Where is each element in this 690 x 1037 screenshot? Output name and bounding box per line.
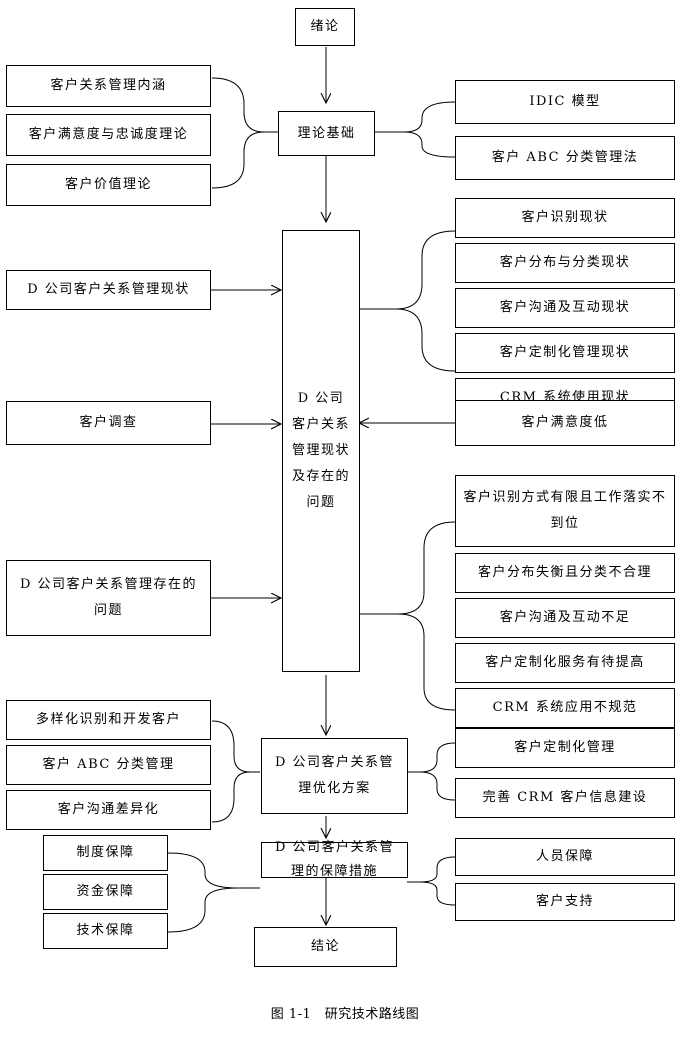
- status-left-problems: D 公司客户关系管理存在的问题: [6, 560, 211, 636]
- problem-2: 客户分布失衡且分类不合理: [455, 553, 675, 593]
- safe-right-2: 客户支持: [455, 883, 675, 921]
- status-center-box: D 公司客户关系管理现状及存在的问题: [282, 230, 360, 672]
- status-right-2: 客户分布与分类现状: [455, 243, 675, 283]
- opt-left-3: 客户沟通差异化: [6, 790, 211, 830]
- opt-right-2: 完善 CRM 客户信息建设: [455, 778, 675, 818]
- brace-problems-right: [397, 521, 456, 711]
- safe-left-3: 技术保障: [43, 913, 168, 949]
- theory-right-1: IDIC 模型: [455, 80, 675, 124]
- safe-right-1: 人员保障: [455, 838, 675, 876]
- conclusion-box: 结论: [254, 927, 397, 967]
- brace-opt-right: [419, 742, 456, 801]
- safe-left-2: 资金保障: [43, 874, 168, 910]
- intro-box: 绪论: [295, 8, 355, 46]
- theory-left-3: 客户价值理论: [6, 164, 211, 206]
- problem-4: 客户定制化服务有待提高: [455, 643, 675, 683]
- brace-opt-left: [211, 720, 251, 823]
- brace-safe-left: [167, 852, 239, 933]
- optimization-box: D 公司客户关系管理优化方案: [261, 738, 408, 814]
- brace-theory-left: [211, 77, 265, 189]
- figure-caption: 图 1-1 研究技术路线图: [270, 1007, 420, 1022]
- opt-right-1: 客户定制化管理: [455, 728, 675, 768]
- status-right-3: 客户沟通及互动现状: [455, 288, 675, 328]
- theory-left-1: 客户关系管理内涵: [6, 65, 211, 107]
- safeguard-box: D 公司客户关系管理的保障措施: [261, 840, 408, 879]
- status-left-current: D 公司客户关系管理现状: [6, 270, 211, 310]
- status-left-survey: 客户调查: [6, 401, 211, 445]
- opt-left-2: 客户 ABC 分类管理: [6, 745, 211, 785]
- opt-left-1: 多样化识别和开发客户: [6, 700, 211, 740]
- status-right-1: 客户识别现状: [455, 198, 675, 238]
- problem-3: 客户沟通及互动不足: [455, 598, 675, 638]
- theory-box: 理论基础: [278, 111, 375, 156]
- brace-status-right-top: [395, 230, 456, 372]
- problem-5: CRM 系统应用不规范: [455, 688, 675, 728]
- satisfaction-low-box: 客户满意度低: [455, 400, 675, 446]
- safe-left-1: 制度保障: [43, 835, 168, 871]
- status-right-4: 客户定制化管理现状: [455, 333, 675, 373]
- brace-safe-right: [419, 856, 456, 906]
- problem-1: 客户识别方式有限且工作落实不到位: [455, 475, 675, 547]
- theory-right-2: 客户 ABC 分类管理法: [455, 136, 675, 180]
- theory-left-2: 客户满意度与忠诚度理论: [6, 114, 211, 156]
- brace-theory-right: [403, 101, 456, 158]
